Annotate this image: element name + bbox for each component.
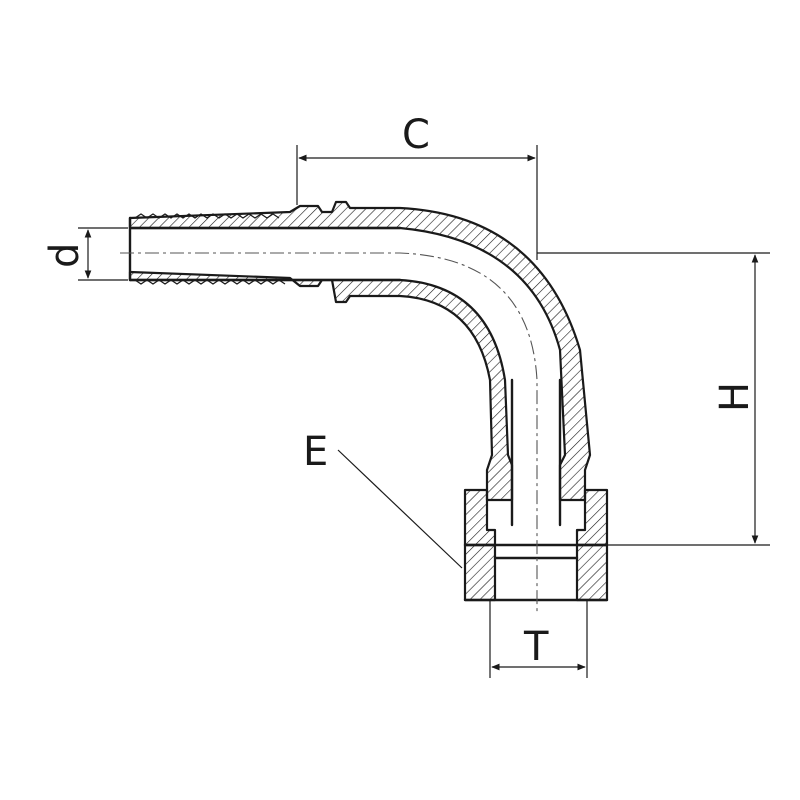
barb-teeth-top [134, 213, 280, 219]
e-leader-line [337, 449, 463, 569]
label-d: d [42, 243, 88, 268]
dimension-t: T [489, 600, 588, 678]
nut-right-thread [575, 543, 609, 602]
upper-outer-wall [128, 200, 592, 502]
label-e: E [303, 429, 328, 475]
elbow-body [128, 200, 592, 527]
label-h: H [712, 382, 758, 412]
dimension-h: H [537, 252, 770, 546]
leader-e: E [303, 429, 463, 569]
dimension-c: C [296, 112, 538, 260]
swivel-nut [463, 488, 609, 602]
centerline [120, 252, 538, 615]
label-t: T [523, 624, 549, 670]
label-c: C [402, 112, 430, 158]
lower-inner-wall [128, 270, 514, 502]
dimension-d: d [42, 227, 128, 281]
nut-left-thread [463, 543, 497, 602]
